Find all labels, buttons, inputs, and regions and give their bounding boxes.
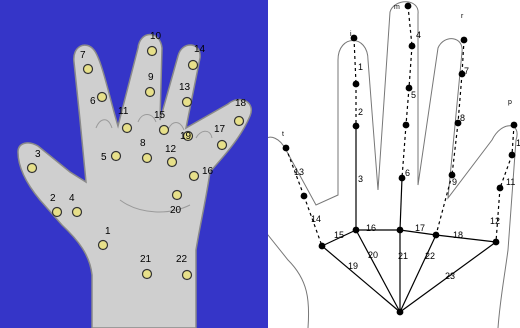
segment-number-label: 6 <box>405 168 410 178</box>
joint-marker-label: 3 <box>35 149 41 160</box>
joint-marker-label: 5 <box>101 152 107 163</box>
joint-point <box>509 152 516 159</box>
segment-number-label: 23 <box>445 271 455 281</box>
joint-marker-label: 21 <box>140 254 152 265</box>
joint-marker <box>183 98 192 107</box>
joint-marker-label: 6 <box>90 96 96 107</box>
joint-point <box>353 123 360 130</box>
joint-point <box>351 35 358 42</box>
joint-marker-label: 8 <box>140 138 146 149</box>
fingertip-letter-label: t <box>282 131 284 138</box>
joint-marker <box>84 65 93 74</box>
joint-point <box>493 239 500 246</box>
joint-marker-label: 11 <box>118 106 129 117</box>
joint-point <box>301 193 308 200</box>
segment-number-label: 14 <box>311 214 321 224</box>
segment-number-label: 13 <box>294 167 304 177</box>
joint-marker-label: 4 <box>69 193 75 204</box>
joint-marker-label: 9 <box>148 72 154 83</box>
joint-point <box>403 122 410 129</box>
segment-number-label: 7 <box>464 66 469 76</box>
joint-marker <box>53 208 62 217</box>
joint-marker <box>98 93 107 102</box>
joint-marker-label: 22 <box>176 254 188 265</box>
joint-point <box>319 243 326 250</box>
segment-number-label: 12 <box>490 216 500 226</box>
joint-point <box>409 43 416 50</box>
joint-marker <box>146 88 155 97</box>
joint-marker <box>112 152 121 161</box>
joint-point <box>461 37 468 44</box>
joint-marker-label: 18 <box>235 98 247 109</box>
joint-point <box>433 232 440 239</box>
segment-number-label: 1 <box>358 62 363 72</box>
segment-number-label: 16 <box>366 223 376 233</box>
joint-point <box>283 145 290 152</box>
joint-marker <box>235 117 244 126</box>
segment-number-label: 5 <box>411 90 416 100</box>
joint-point <box>511 122 518 129</box>
segment-number-label: 10 <box>516 138 520 148</box>
joint-marker <box>123 124 132 133</box>
segment-number-label: 20 <box>368 250 378 260</box>
joint-marker-label: 16 <box>202 166 214 177</box>
joint-marker <box>99 241 108 250</box>
segment-number-label: 22 <box>425 251 435 261</box>
joint-marker <box>28 164 37 173</box>
joint-marker-label: 10 <box>150 31 162 42</box>
joint-point <box>397 309 404 316</box>
fingertip-letter-label: m <box>394 4 400 11</box>
hand-diagram-panel: 1234567891011121314151617181920212223mir… <box>268 0 520 328</box>
segment-number-label: 4 <box>416 30 421 40</box>
joint-point <box>405 3 412 10</box>
joint-marker-label: 17 <box>214 124 226 135</box>
joint-marker <box>168 158 177 167</box>
segment-number-label: 19 <box>348 261 358 271</box>
joint-marker <box>183 271 192 280</box>
joint-marker-label: 7 <box>80 50 86 61</box>
segment-number-label: 2 <box>358 107 363 117</box>
joint-marker <box>218 141 227 150</box>
joint-point <box>353 227 360 234</box>
joint-marker-label: 19 <box>180 131 192 142</box>
segment-number-label: 3 <box>358 174 363 184</box>
joint-marker-label: 15 <box>154 110 166 121</box>
joint-marker <box>143 270 152 279</box>
joint-marker-label: 12 <box>165 144 177 155</box>
joint-marker-label: 14 <box>194 44 206 55</box>
joint-marker-label: 2 <box>50 193 56 204</box>
joint-marker <box>190 172 199 181</box>
segment-number-label: 17 <box>415 223 425 233</box>
joint-marker <box>189 61 198 70</box>
joint-point <box>353 81 360 88</box>
joint-point <box>397 227 404 234</box>
joint-marker <box>148 47 157 56</box>
joint-marker-label: 1 <box>105 226 111 237</box>
segment-number-label: 11 <box>506 177 515 187</box>
joint-marker <box>73 208 82 217</box>
segment-number-label: 18 <box>453 230 463 240</box>
joint-marker-label: 20 <box>170 205 182 216</box>
segment-number-label: 21 <box>398 251 408 261</box>
joint-marker <box>160 126 169 135</box>
joint-marker <box>143 154 152 163</box>
segment-number-label: 15 <box>334 230 344 240</box>
fingertip-letter-label: p <box>508 99 512 106</box>
segment-number-label: 8 <box>460 113 465 123</box>
joint-point <box>497 185 504 192</box>
joint-marker-label: 13 <box>179 82 191 93</box>
segment-number-label: 9 <box>452 177 457 187</box>
joint-marker <box>173 191 182 200</box>
